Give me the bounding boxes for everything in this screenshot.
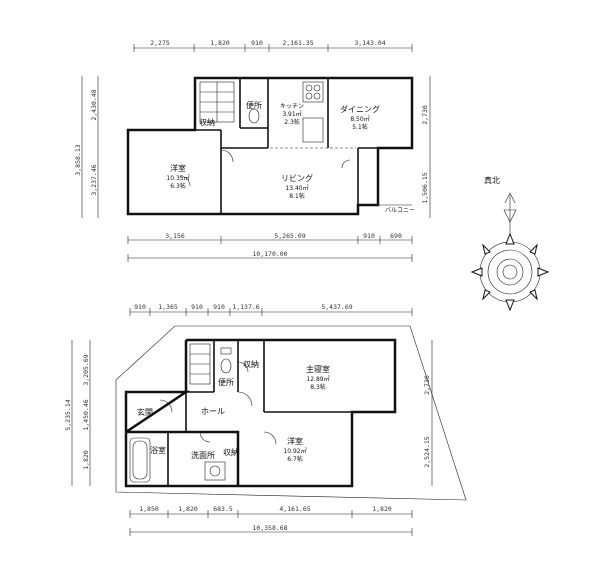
upper-western-area: 10.35㎡ [166,174,189,182]
upper-dim-bottom-3: 910 [363,232,375,240]
upper-dining-area: 8.50㎡ [350,115,369,123]
upper-living-area: 13.40㎡ [285,184,308,192]
upper-living-tatami: 8.1帖 [289,192,305,200]
lower-dim-top-2: 1,365 [158,303,178,311]
upper-dim-bottom-4: 690 [390,232,402,240]
lower-dim-top-6: 5,437.69 [321,303,352,311]
upper-dim-right-2: 1,506.15 [421,172,429,203]
lower-dim-bottom-3: 683.5 [213,505,233,513]
upper-kitchen-name: キッチン [280,103,304,110]
lower-dim-top-5: 1,137.6 [232,303,259,311]
upper-western-tatami: 6.3帖 [170,182,186,190]
upper-floor: 2,275 1,820 910 2,161.35 3,143.04 2,430.… [74,39,431,262]
lower-dim-left-4: 1,820 [82,450,90,470]
upper-wc-label: 便所 [246,100,262,110]
lower-dim-bottom-5: 1,820 [372,505,392,513]
lower-dim-bottom-2: 1,820 [178,505,198,513]
upper-dim-top-5: 3,143.04 [354,39,385,47]
lower-hall-label: ホール [201,407,225,416]
upper-balcony-label: バルコニー [385,207,415,214]
lower-dim-total: 10,358.68 [252,524,287,532]
upper-western-name: 洋室 [170,163,186,173]
upper-dining-name: ダイニング [340,104,380,114]
lower-western-tatami: 6.7帖 [287,455,303,463]
lower-dim-left-1: 3,205.69 [82,354,90,385]
compass-north-label: 真北 [484,175,500,185]
upper-dim-top-4: 2,161.35 [282,39,313,47]
lower-wc-label: 便所 [218,377,234,387]
upper-dim-bottom-1: 3,156 [165,232,185,240]
lower-storage-a-label: 収納 [243,359,259,369]
lower-bath-label: 浴室 [150,445,166,455]
lower-dim-top-3: 910 [191,303,203,311]
upper-dim-right-1: 2,730 [421,105,429,125]
lower-dim-top-4: 910 [213,303,225,311]
lower-master-tatami: 8.3帖 [310,383,326,391]
upper-dim-total: 10,170.00 [252,250,287,258]
upper-kitchen-area: 3.91㎡ [282,110,301,118]
lower-western-name: 洋室 [287,436,303,446]
lower-dim-right-1: 2,730 [423,375,431,395]
upper-dim-bottom-2: 5,265.09 [274,232,305,240]
lower-storage-b-label: 収納 [223,447,239,457]
upper-dining-tatami: 5.1帖 [352,123,368,131]
lower-washroom-label: 洗面所 [191,450,215,460]
lower-dim-left-3: 1,450.46 [82,399,90,430]
upper-storage-label: 収納 [199,117,215,127]
lower-master-name: 主寝室 [306,364,330,374]
lower-dim-top-1: 910 [134,303,146,311]
compass: 真北 [470,175,550,312]
upper-dim-top-3: 910 [251,39,263,47]
upper-living-name: リビング [281,173,313,183]
upper-dim-left-3: 3,237.46 [90,164,98,195]
lower-dim-bottom-1: 1,850 [139,505,159,513]
upper-dim-left-2: 3,858.13 [74,144,82,175]
lower-entrance-label: 玄関 [137,407,153,417]
upper-dim-top-1: 2,275 [150,39,170,47]
lower-dim-bottom-4: 4,161.65 [279,505,310,513]
lower-dim-right-2: 2,524.15 [423,436,431,467]
upper-kitchen-tatami: 2.3帖 [284,118,300,126]
lower-western-area: 10.92㎡ [283,447,306,455]
upper-dim-left-1: 2,430.48 [90,89,98,120]
lower-dim-left-2: 5,235.14 [64,399,72,430]
lower-floor: 910 1,365 910 910 1,137.6 5,437.69 3,205… [64,303,467,536]
upper-dim-top-2: 1,820 [210,39,230,47]
lower-master-area: 12.89㎡ [306,375,329,383]
